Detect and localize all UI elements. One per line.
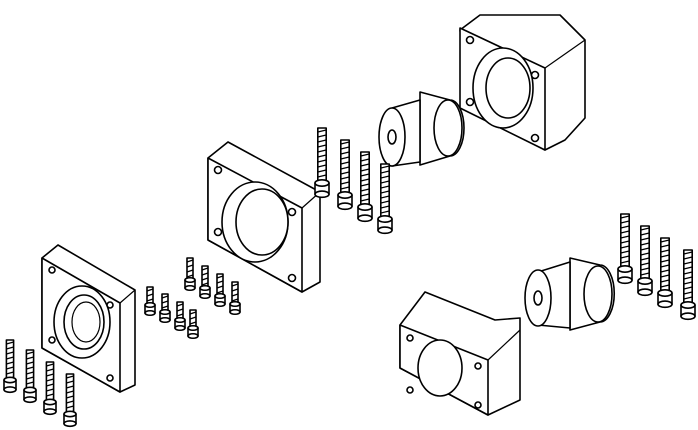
flange-plate-small (41, 244, 136, 393)
screw (184, 257, 196, 292)
screw (657, 237, 673, 309)
screw (23, 349, 37, 404)
screw (63, 373, 77, 428)
screw (617, 213, 633, 285)
coupling-top (378, 91, 465, 167)
flange-plate-large (207, 141, 321, 293)
screw (680, 249, 696, 321)
screw-set (3, 127, 696, 428)
screw (357, 151, 373, 223)
screw (637, 225, 653, 297)
screw (229, 281, 241, 316)
screw (187, 309, 199, 340)
screw (159, 293, 171, 324)
screw (377, 163, 393, 235)
screw (3, 339, 17, 394)
screw (43, 361, 57, 416)
motor-housing-bottom (399, 291, 521, 416)
screw (199, 265, 211, 300)
screw (314, 127, 330, 199)
screw (144, 286, 156, 317)
screw (214, 273, 226, 308)
motor-housing-top (459, 14, 586, 151)
coupling-bottom (524, 257, 616, 331)
screw (174, 301, 186, 332)
screw (337, 139, 353, 211)
